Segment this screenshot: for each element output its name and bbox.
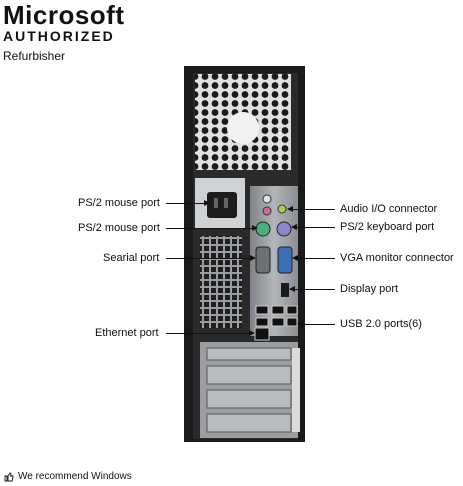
footer-recommendation: We recommend Windows	[4, 471, 132, 482]
usb-port-1	[255, 305, 269, 315]
footer-text: We recommend Windows	[18, 471, 132, 482]
callout-label: PS/2 mouse port	[78, 222, 160, 234]
callout-label: Audio I/O connector	[340, 203, 438, 215]
usb-port-3	[271, 305, 285, 315]
callout-serial: Searial port	[103, 252, 159, 264]
thumbs-up-icon	[4, 472, 14, 481]
callout-vga: VGA monitor connector	[340, 252, 454, 264]
slot-4	[206, 413, 292, 433]
vent-grid-lower	[200, 290, 242, 326]
callout-label: VGA monitor connector	[340, 252, 454, 264]
callout-line	[166, 330, 255, 336]
audio-jack-2	[277, 204, 287, 214]
callout-line	[166, 225, 258, 231]
callout-ps2-mouse-2: PS/2 mouse port	[78, 222, 160, 234]
callout-ethernet: Ethernet port	[95, 327, 159, 339]
callout-audio: Audio I/O connector	[340, 203, 437, 215]
callout-line	[297, 321, 335, 327]
slot-1	[206, 347, 292, 361]
callout-usb: USB 2.0 ports(6)	[340, 318, 422, 330]
ethernet-connector	[254, 327, 270, 341]
brand-logo: Microsoft AUTHORIZED Refurbisher	[3, 2, 125, 63]
callout-line	[166, 200, 210, 206]
slot-2	[206, 365, 292, 385]
display-port-connector	[281, 283, 289, 297]
callout-line	[292, 255, 335, 261]
callout-label: Display port	[340, 283, 399, 295]
usb-port-4	[271, 317, 285, 327]
callout-line	[289, 286, 335, 292]
callout-label: Ethernet port	[95, 327, 159, 339]
callout-label: USB 2.0 ports(6)	[340, 318, 422, 330]
callout-label: PS/2 keyboard port	[340, 221, 435, 233]
audio-jack-3	[262, 206, 272, 216]
slot-3	[206, 389, 292, 409]
audio-jack-1	[262, 194, 272, 204]
callout-label: Searial port	[103, 252, 160, 264]
callout-line	[166, 255, 256, 261]
callout-display-port: Display port	[340, 283, 398, 295]
usb-port-2	[255, 317, 269, 327]
brand-tagline: Refurbisher	[3, 49, 66, 63]
callout-label: PS/2 mouse port	[78, 197, 160, 209]
serial-connector	[255, 246, 271, 274]
callout-line	[287, 206, 335, 212]
callout-ps2-keyboard: PS/2 keyboard port	[340, 221, 434, 233]
brand-title: Microsoft	[3, 0, 125, 30]
callout-ps2-mouse-1: PS/2 mouse port	[78, 197, 160, 209]
fan-hub	[227, 112, 259, 144]
brand-subtitle: AUTHORIZED	[3, 28, 115, 44]
callout-line	[291, 224, 335, 230]
usb-port-5	[286, 305, 298, 315]
case-handle	[292, 348, 300, 432]
